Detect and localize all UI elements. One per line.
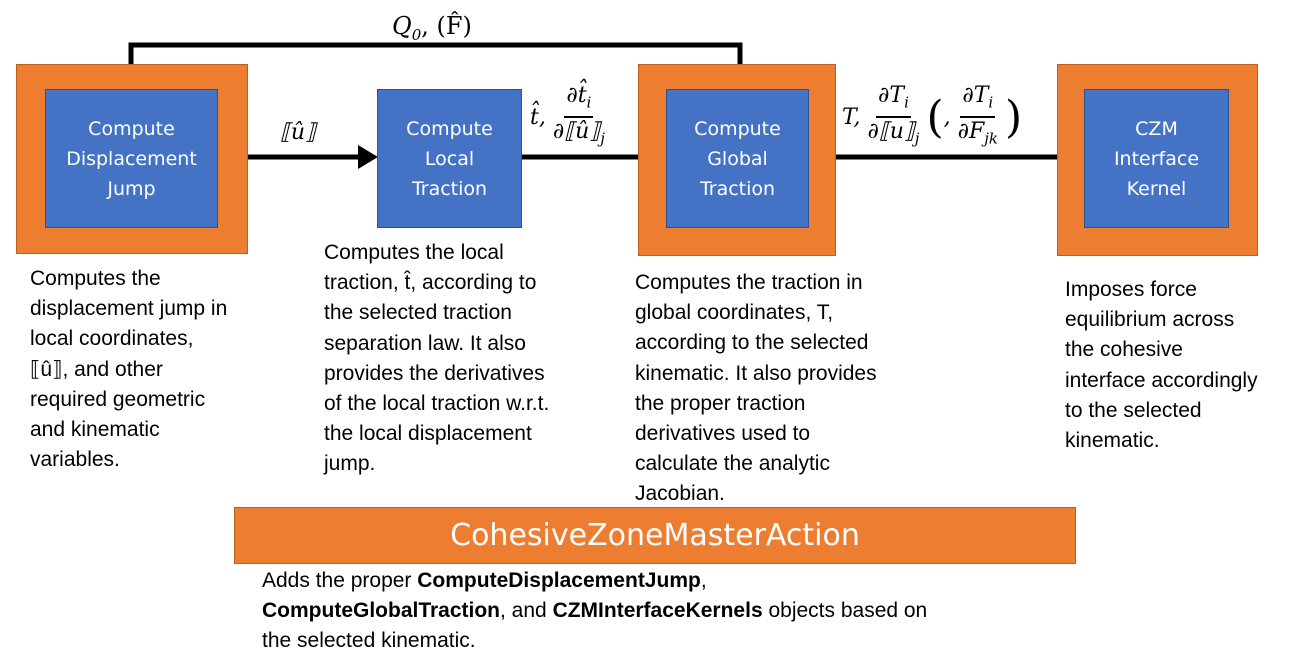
- derivative-fraction: ∂t̂i ∂⟦û⟧j: [552, 83, 605, 148]
- box-label-line: CZM: [1135, 117, 1178, 140]
- box-label-line: Jump: [107, 177, 156, 200]
- compute-local-traction-box: Compute Local Traction: [377, 89, 522, 228]
- master-action-banner: CohesiveZoneMasterAction: [234, 507, 1076, 564]
- box-label-line: Global: [707, 147, 768, 170]
- displacement-jump-arrow-label: ⟦û⟧: [280, 120, 316, 145]
- global-traction-description: Computes the traction in global coordina…: [635, 271, 877, 506]
- master-action-title: CohesiveZoneMasterAction: [450, 518, 860, 553]
- czm-kernel-description: Imposes force equilibrium across the coh…: [1065, 278, 1258, 453]
- local-traction-arrow-label: t̂, ∂t̂i ∂⟦û⟧j: [530, 82, 605, 153]
- derivative-fraction: ∂Ti ∂Fjk: [957, 83, 998, 148]
- master-action-description: Adds the proper ComputeDisplacementJump,…: [262, 569, 928, 652]
- compute-displacement-jump-box: Compute Displacement Jump: [45, 89, 218, 228]
- derivative-fraction: ∂Ti ∂⟦u⟧j: [867, 83, 920, 148]
- feedback-arrow-label: Q0, (F̂): [392, 12, 472, 44]
- box-label-line: Compute: [88, 117, 175, 140]
- box-label-line: Traction: [411, 177, 488, 200]
- compute-global-traction-box: Compute Global Traction: [666, 89, 809, 228]
- global-traction-arrow-label: T, ∂Ti ∂⟦u⟧j (, ∂Ti ∂Fjk ): [842, 82, 1022, 153]
- local-traction-description: Computes the local traction, t̂, accordi…: [324, 241, 550, 476]
- czm-interface-kernel-box: CZM Interface Kernel: [1084, 89, 1229, 228]
- box-label-line: Interface: [1113, 147, 1200, 170]
- displacement-jump-description: Computes the displacement jump in local …: [30, 267, 228, 472]
- box-label-line: Kernel: [1126, 177, 1187, 200]
- box-label-line: Displacement: [66, 147, 197, 170]
- box-label-line: Compute: [406, 117, 493, 140]
- box-label-line: Traction: [699, 177, 776, 200]
- box-label-line: Local: [424, 147, 475, 170]
- box-label-line: Compute: [694, 117, 781, 140]
